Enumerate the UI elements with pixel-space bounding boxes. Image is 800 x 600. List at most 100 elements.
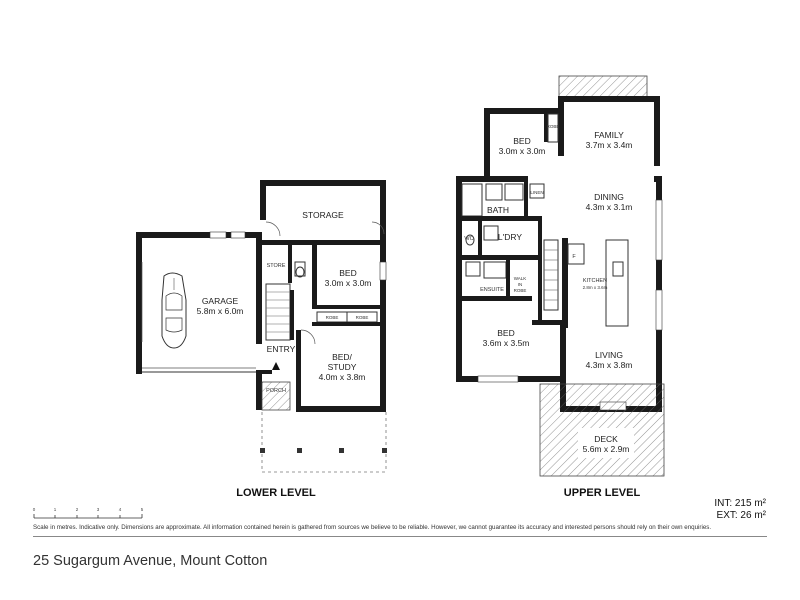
- scale-label-3: 3: [97, 507, 100, 512]
- living-dim: 4.3m x 3.8m: [586, 360, 633, 370]
- deck-label: DECK: [594, 434, 618, 444]
- upper-balcony-hatch: [558, 75, 648, 99]
- storage-door-swing-2: [371, 221, 385, 235]
- deck-dim: 5.6m x 2.9m: [583, 444, 630, 454]
- dining-dim: 4.3m x 3.1m: [586, 202, 633, 212]
- kitchen-island: [605, 239, 629, 327]
- linen-cupboard: [529, 183, 545, 199]
- entry-arrow-icon: [272, 362, 280, 370]
- garage-wall-right: [256, 232, 262, 344]
- porch-wall-left: [256, 370, 262, 410]
- toilet-icon: [294, 261, 306, 277]
- wc-label: WC: [464, 236, 473, 242]
- bed-window: [379, 261, 387, 281]
- stair-wall: [538, 221, 542, 325]
- garage-dim: 5.8m x 6.0m: [197, 306, 244, 316]
- kitchen-dim: 2.8m x 3.6m: [583, 285, 608, 290]
- scale-bar: 0 1 2 3 4 5: [33, 507, 144, 519]
- disclaimer-text: Scale in metres. Indicative only. Dimens…: [33, 524, 712, 531]
- right-window-2: [655, 289, 663, 331]
- entry-wall-bottom: [262, 370, 272, 374]
- robe-label-1: ROBE: [326, 315, 339, 320]
- garage-window-2: [230, 231, 246, 239]
- fridge-space: [567, 243, 585, 265]
- storage-door-swing: [265, 221, 281, 237]
- upper-left-wall: [456, 176, 462, 380]
- kitchen-wall: [562, 238, 568, 328]
- store-wall: [288, 245, 292, 283]
- laundry-tub: [483, 225, 499, 241]
- bed-study-label-2: STUDY: [328, 362, 357, 372]
- walk-in-robe-label-2: IN: [518, 282, 523, 287]
- garage-wall-left: [136, 232, 142, 374]
- wc-toilet-icon: [465, 234, 475, 246]
- scale-label-4: 4: [119, 507, 122, 512]
- upper-level-title: UPPER LEVEL: [564, 487, 641, 499]
- internal-area: INT: 215 m²: [714, 498, 766, 509]
- study-door-swing: [300, 329, 316, 345]
- scale-label-0: 0: [33, 507, 36, 512]
- storage-wall-left: [260, 180, 266, 220]
- post-4: [382, 448, 387, 453]
- property-address: 25 Sugargum Avenue, Mount Cotton: [33, 553, 268, 569]
- upper-robe-label: ROBE: [547, 124, 560, 129]
- robe-label-2: ROBE: [356, 315, 369, 320]
- wc-wall: [478, 221, 482, 255]
- upper-bed1-dim: 3.0m x 3.0m: [499, 146, 546, 156]
- bath-wall-top: [456, 176, 528, 182]
- bed2-window: [477, 375, 519, 383]
- walk-in-robe-label-1: WALK: [514, 276, 527, 281]
- ensuite-vanity: [465, 261, 481, 277]
- linen-label: LINEN: [530, 190, 543, 195]
- family-wall-right: [654, 96, 660, 166]
- upper-level-plan: BED 3.0m x 3.0m FAMILY 3.7m x 3.4m DININ…: [456, 75, 665, 499]
- upper-bed2-label: BED: [497, 328, 514, 338]
- kitchen-sink-icon: [612, 261, 624, 277]
- lower-stairs: [265, 283, 291, 341]
- ensuite-label: ENSUITE: [480, 287, 504, 293]
- scale-label-5: 5: [141, 507, 144, 512]
- living-wall-left: [560, 320, 566, 412]
- porch-label: PORCH: [266, 388, 286, 394]
- ldry-label: L'DRY: [498, 232, 522, 242]
- family-label: FAMILY: [594, 130, 624, 140]
- bath-shower: [504, 183, 524, 201]
- storage-wall-bottom: [262, 240, 386, 245]
- bed1-wall-left: [484, 108, 490, 178]
- bed-wall-left: [312, 245, 317, 305]
- lower-level-plan: GARAGE 5.8m x 6.0m STORAGE BED 3.0m x 3.…: [136, 180, 387, 499]
- bed-wall-bottom: [312, 305, 384, 309]
- kitchen-label: KITCHEN: [583, 278, 607, 284]
- fridge-label: F: [572, 254, 576, 260]
- lower-level-title: LOWER LEVEL: [236, 487, 316, 499]
- robe-wall: [544, 114, 548, 142]
- bath-wall-right: [524, 176, 528, 220]
- study-wall-left: [296, 330, 301, 410]
- garage-wall-top: [136, 232, 260, 238]
- external-area: EXT: 26 m²: [717, 510, 767, 521]
- entry-label: ENTRY: [267, 344, 296, 354]
- entry-wall: [290, 290, 294, 340]
- ldry-wall-bottom: [462, 255, 540, 260]
- ensuite-shower: [483, 261, 507, 279]
- upper-bed2-dim: 3.6m x 3.5m: [483, 338, 530, 348]
- toilet-bowl-icon: [295, 266, 305, 278]
- upper-stairs: [543, 239, 559, 311]
- bed2-wall-top: [532, 320, 562, 325]
- deck-label-bg: [578, 428, 634, 458]
- robe-wall: [312, 322, 384, 326]
- living-label: LIVING: [595, 350, 623, 360]
- walk-in-robe-label-3: ROBE: [514, 288, 527, 293]
- post-1: [260, 448, 265, 453]
- bed1-wall-top: [484, 108, 562, 114]
- study-wall-bottom: [296, 406, 386, 412]
- upper-bed1-label: BED: [513, 136, 530, 146]
- post-2: [297, 448, 302, 453]
- scale-label-1: 1: [54, 507, 57, 512]
- lower-bed-label: BED: [339, 268, 356, 278]
- right-window: [655, 199, 663, 261]
- family-wall-top: [558, 96, 660, 102]
- storage-label: STORAGE: [302, 210, 344, 220]
- store-label: STORE: [267, 263, 286, 269]
